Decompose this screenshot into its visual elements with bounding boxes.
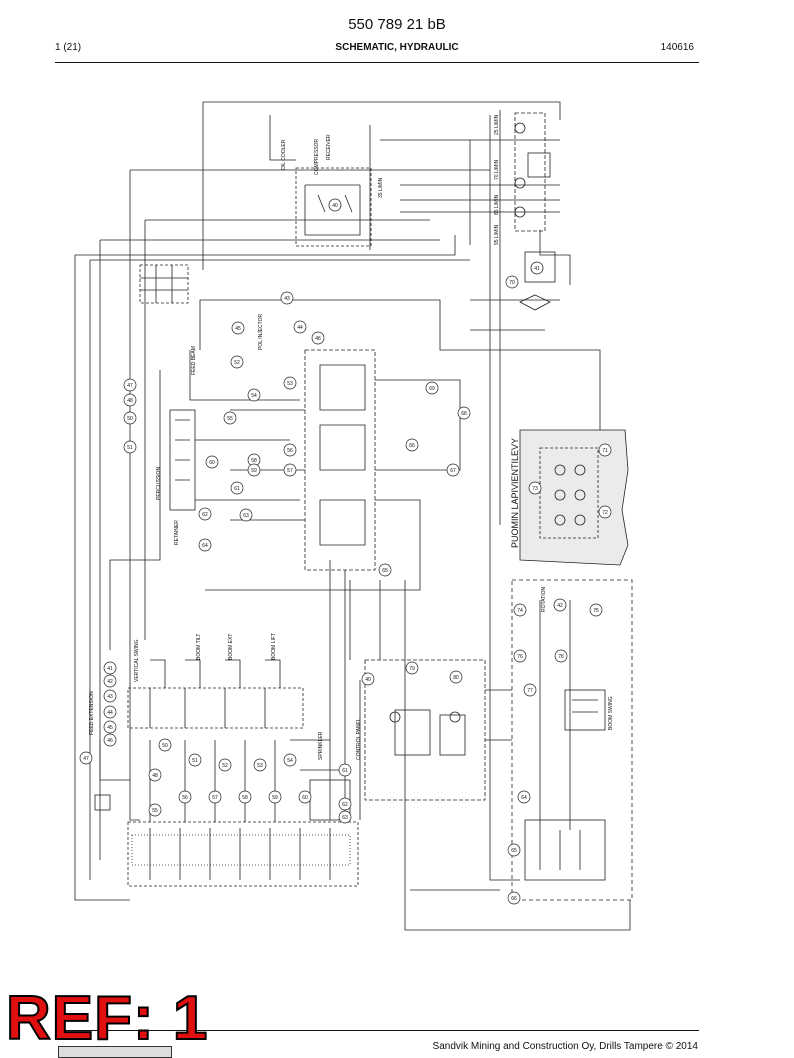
label-retainer: RETAINER — [174, 520, 180, 545]
callout-number: 63 — [342, 815, 348, 821]
callout-number: 65 — [511, 848, 517, 854]
callout-number: 61 — [234, 486, 240, 492]
callout-number: 66 — [409, 443, 415, 449]
callout-number: 50 — [127, 416, 133, 422]
callout-number: 41 — [107, 666, 113, 672]
callout-number: 64 — [202, 543, 208, 549]
callout-number: 79 — [409, 666, 415, 672]
flow-line-1: 25 L/MIN — [494, 114, 500, 135]
label-boom-ext: BOOM EXT — [228, 634, 234, 660]
footer-divider — [55, 1030, 699, 1031]
callout-number: 60 — [209, 460, 215, 466]
flow-line-3: 70 L/MIN — [494, 159, 500, 180]
callout-number: 45 — [235, 326, 241, 332]
footer-copyright: Sandvik Mining and Construction Oy, Dril… — [432, 1041, 698, 1052]
callout-number: 53 — [257, 763, 263, 769]
callout-number: 78 — [558, 654, 564, 660]
callout-number: 44 — [297, 325, 303, 331]
document-number: 550 789 21 bB — [348, 16, 446, 33]
callout-number: 45 — [107, 725, 113, 731]
label-feed-beam: FEED BEAM — [191, 346, 197, 375]
callout-number: 47 — [83, 756, 89, 762]
label-compressor: COMPRESSOR — [314, 138, 320, 175]
callout-number: 65 — [382, 568, 388, 574]
callout-number: 59 — [251, 468, 257, 474]
flow-line-5: 95 L/MIN — [494, 224, 500, 245]
callout-number: 51 — [192, 758, 198, 764]
callout-number: 77 — [527, 688, 533, 694]
callout-number: 64 — [521, 795, 527, 801]
label-pol-injector: POL INJECTOR — [258, 313, 264, 350]
callout-number: 52 — [222, 763, 228, 769]
callout-number: 54 — [251, 393, 257, 399]
callout-number: 54 — [287, 758, 293, 764]
callout-number: 75 — [593, 608, 599, 614]
label-hydraulic-panel: PUOMIN LAPIVIENTILEVY — [510, 438, 520, 548]
label-boom-lift: BOOM LIFT — [271, 633, 277, 660]
callout-number: 40 — [365, 677, 371, 683]
callout-number: 57 — [287, 468, 293, 474]
label-boom-tilt: BOOM TILT — [196, 634, 202, 660]
ref-stamp: REF: 1 — [5, 984, 209, 1053]
callout-number: 80 — [453, 675, 459, 681]
label-receiver: RECEIVER — [326, 134, 332, 160]
document-date: 140616 — [660, 42, 694, 53]
callout-number: 55 — [227, 416, 233, 422]
callout-number: 46 — [107, 738, 113, 744]
callout-number: 57 — [212, 795, 218, 801]
callout-number: 76 — [517, 654, 523, 660]
callout-number: 68 — [461, 411, 467, 417]
callout-number: 42 — [557, 603, 563, 609]
callout-number: 61 — [342, 768, 348, 774]
callout-number: 62 — [202, 512, 208, 518]
label-control-panel: CONTROL PANEL — [356, 718, 362, 760]
flow-line-4: 85 L/MIN — [494, 194, 500, 215]
callout-number: 42 — [107, 679, 113, 685]
callout-number: 74 — [517, 608, 523, 614]
callout-number: 60 — [302, 795, 308, 801]
label-percussion: PERCUSSION — [156, 467, 162, 500]
callout-number: 53 — [287, 381, 293, 387]
label-boom-swing: BOOM SWING — [608, 696, 614, 730]
header-divider — [55, 62, 699, 63]
callout-number: 43 — [107, 694, 113, 700]
callout-number: 48 — [127, 398, 133, 404]
callout-number: 43 — [284, 296, 290, 302]
flow-line-2: 35 L/MIN — [378, 177, 384, 198]
callout-number: 47 — [127, 383, 133, 389]
callout-number: 58 — [242, 795, 248, 801]
callout-number: 62 — [342, 802, 348, 808]
callout-number: 58 — [251, 458, 257, 464]
callout-number: 56 — [182, 795, 188, 801]
callout-number: 41 — [534, 266, 540, 272]
callout-number: 40 — [332, 203, 338, 209]
label-rotation: ROTATION — [541, 587, 547, 612]
callout-number: 70 — [509, 280, 515, 286]
page-title: SCHEMATIC, HYDRAULIC — [335, 42, 459, 53]
callout-number: 52 — [234, 360, 240, 366]
page-number: 1 (21) — [55, 42, 82, 53]
label-vertical-swing: VERTICAL SWING — [134, 639, 140, 682]
callout-number: 51 — [127, 445, 133, 451]
callout-number: 50 — [162, 743, 168, 749]
callout-number: 67 — [450, 468, 456, 474]
callout-number: 48 — [152, 773, 158, 779]
callout-number: 66 — [511, 896, 517, 902]
label-oil-cooler: OIL COOLER — [281, 139, 287, 170]
callout-number: 56 — [287, 448, 293, 454]
sandvik-logo — [58, 1046, 172, 1058]
callout-number: 63 — [243, 513, 249, 519]
callout-number: 55 — [152, 808, 158, 814]
callout-number: 59 — [272, 795, 278, 801]
callout-number: 44 — [107, 710, 113, 716]
callout-number: 69 — [429, 386, 435, 392]
label-sprinkler: SPRINKLER — [318, 731, 324, 760]
schematic-line — [203, 101, 561, 120]
callout-number: 46 — [315, 336, 321, 342]
callout-number: 71 — [602, 448, 608, 454]
callout-number: 73 — [532, 486, 538, 492]
callout-number: 72 — [602, 510, 608, 516]
label-feed-extension: FEED EXTENSION — [89, 691, 95, 735]
